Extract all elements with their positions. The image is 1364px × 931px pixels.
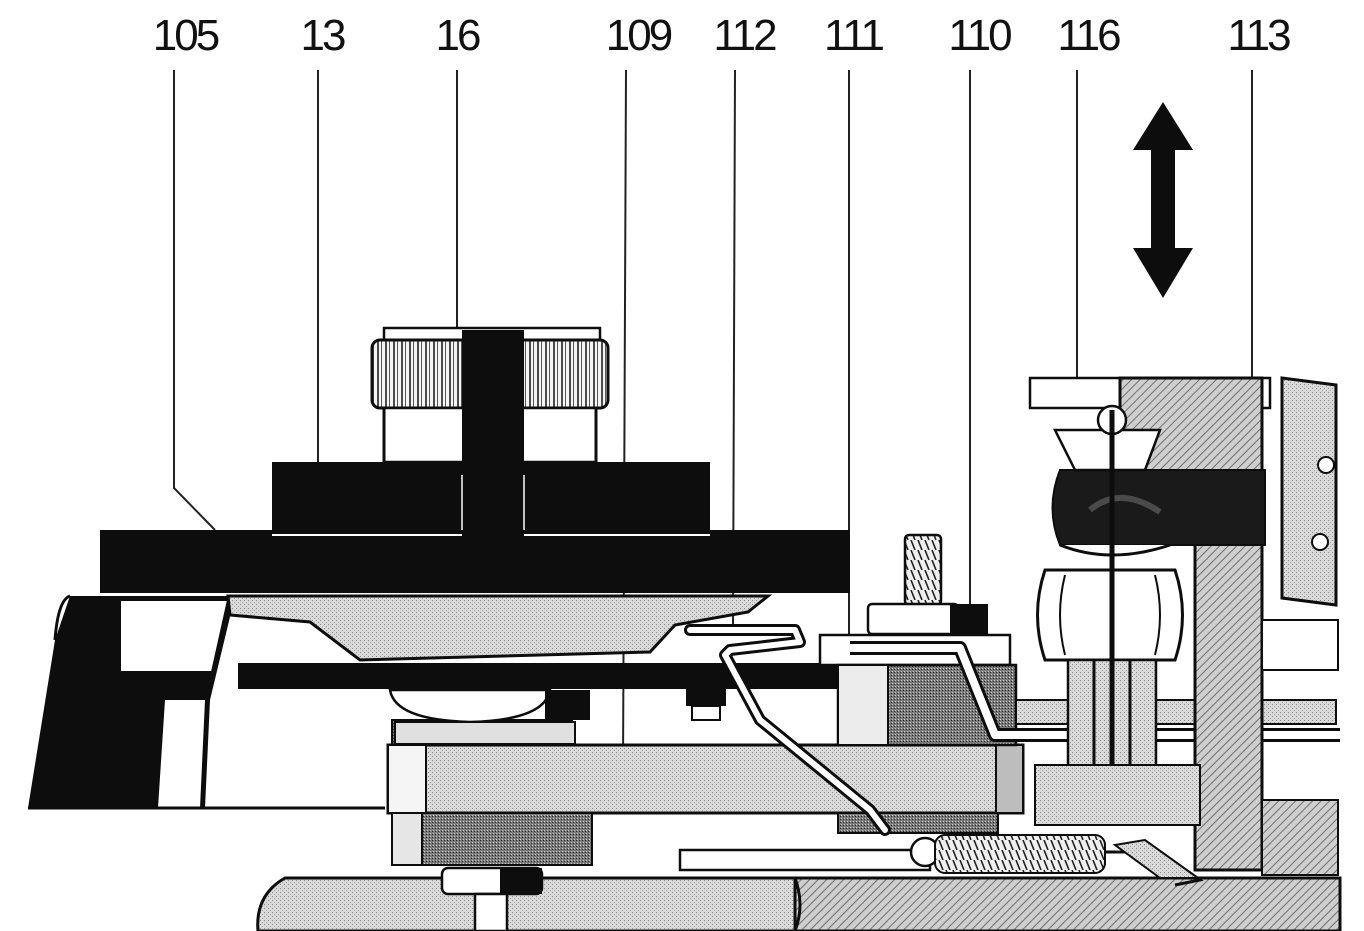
callout-label-112: 112 [713, 11, 777, 60]
lever-bolt [686, 666, 726, 721]
knurled-knob-16 [370, 326, 610, 536]
bottom-nut [440, 866, 544, 931]
center-nut [388, 688, 590, 745]
tension-spring [909, 834, 1204, 887]
double-vertical-arrow-icon [1133, 102, 1193, 298]
leader-line-105 [173, 70, 216, 531]
spring-stack-110 [818, 533, 1018, 747]
callout-label-116: 116 [1057, 11, 1121, 60]
callout-label-13: 13 [300, 11, 347, 60]
dished-washer [226, 594, 773, 662]
callout-label-113: 113 [1227, 11, 1291, 60]
side-plate [1261, 376, 1339, 876]
lever-arm [238, 663, 888, 689]
callout-label-16: 16 [435, 11, 482, 60]
housing-113 [1028, 376, 1272, 872]
clamp-plate-105 [100, 530, 850, 592]
linkage-wire-112 [684, 624, 891, 836]
bottom-roller [256, 876, 1342, 931]
callout-label-111: 111 [824, 11, 885, 60]
lower-guide-plate [678, 848, 932, 872]
left-frame-bracket [28, 594, 235, 808]
callout-label-110: 110 [948, 11, 1012, 60]
callout-label-105: 105 [152, 11, 220, 60]
callout-label-109: 109 [605, 11, 673, 60]
